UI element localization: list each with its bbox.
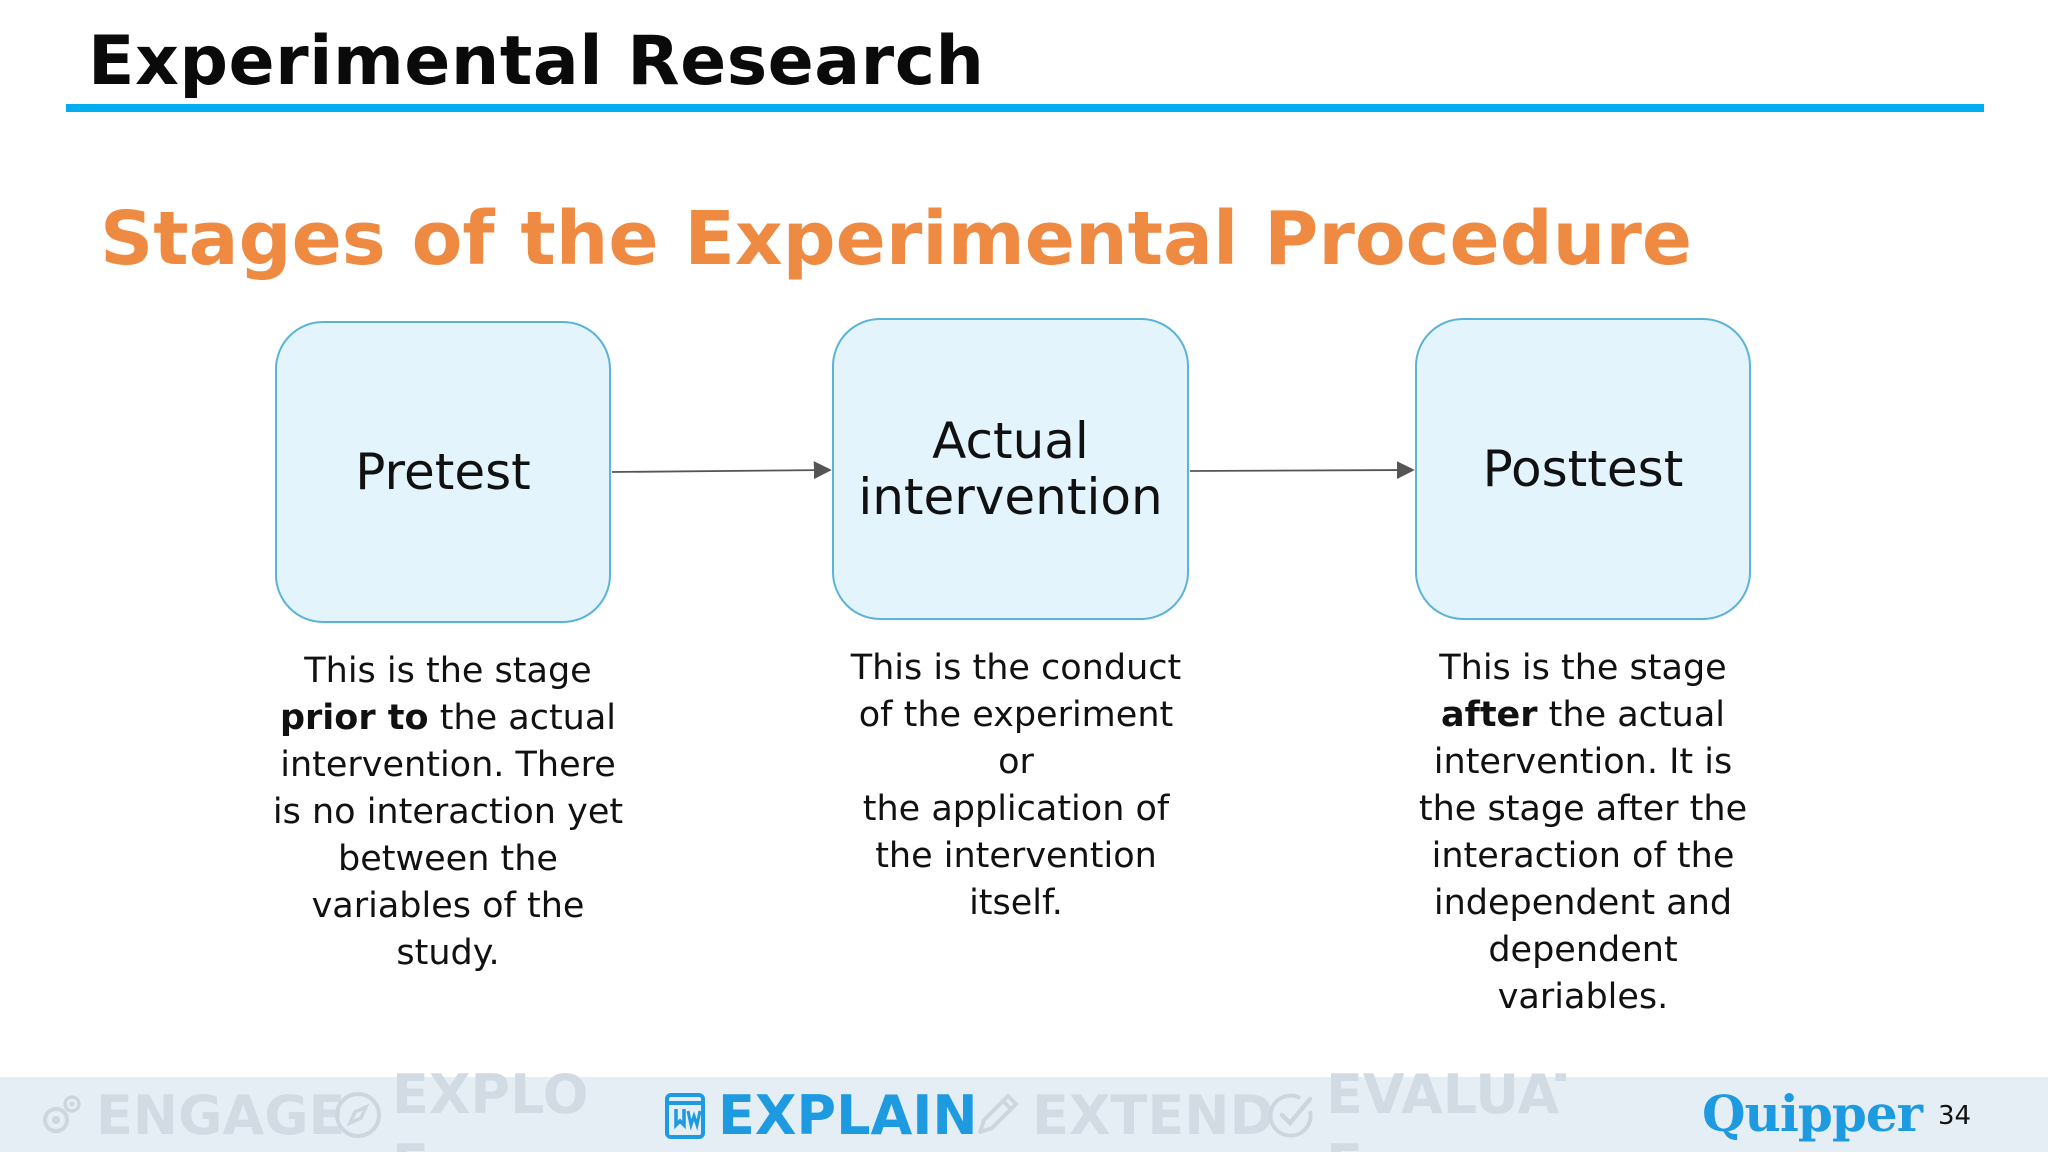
- stage-label-line: Pretest: [355, 443, 531, 501]
- nav-evaluate[interactable]: EVALUAT E: [1326, 1060, 1566, 1152]
- description-line: study.: [396, 933, 500, 973]
- slide-title: Experimental Research: [88, 22, 985, 101]
- stage-description-posttest: This is the stage after the actual inter…: [1403, 645, 1763, 1021]
- description-line: intervention. There: [280, 745, 616, 785]
- nav-extend-label: EXTEND: [1032, 1083, 1275, 1147]
- nav-explain[interactable]: EXPLAIN: [662, 1078, 978, 1152]
- stage-label-line: Actual: [932, 412, 1089, 470]
- nav-engage[interactable]: ENGAGE: [36, 1078, 345, 1152]
- stage-label: Pretest: [355, 444, 531, 500]
- description-line: between the: [338, 839, 558, 879]
- nav-evaluate-line: EVALUAT: [1326, 1063, 1566, 1126]
- stage-box-actual-intervention: Actual intervention: [832, 318, 1189, 620]
- nav-evaluate-line: E: [1326, 1130, 1566, 1152]
- description-line: of the experiment or: [858, 695, 1174, 782]
- description-line: This is the stage: [304, 651, 592, 691]
- stage-description-actual-intervention: This is the conduct of the experiment or…: [836, 645, 1196, 927]
- nav-explore-line: E: [392, 1130, 592, 1152]
- nav-explore-icon-wrap[interactable]: [332, 1078, 394, 1152]
- check-circle-icon: [1266, 1089, 1318, 1141]
- arrow-pretest-to-intervention: [611, 461, 832, 480]
- description-line: interaction of the: [1431, 836, 1735, 876]
- description-line: after the actual: [1440, 695, 1726, 735]
- compass-icon: [332, 1089, 384, 1141]
- stage-box-pretest: Pretest: [275, 321, 611, 623]
- stage-description-pretest: This is the stage prior to the actual in…: [268, 648, 628, 977]
- description-line: dependent: [1488, 930, 1678, 970]
- footer-bar: [0, 1077, 2048, 1152]
- quipper-logo: Quipper: [1702, 1084, 1923, 1143]
- stage-label: Actual intervention: [858, 413, 1162, 525]
- page-number: 34: [1938, 1101, 1972, 1131]
- stage-label: Posttest: [1483, 441, 1684, 497]
- nav-engage-label: ENGAGE: [96, 1083, 346, 1147]
- nav-explain-label: EXPLAIN: [718, 1083, 978, 1147]
- nav-evaluate-icon-wrap[interactable]: [1266, 1078, 1328, 1152]
- gears-icon: [36, 1090, 86, 1140]
- description-line: independent and: [1433, 883, 1733, 923]
- description-line: variables.: [1497, 977, 1669, 1017]
- description-line: This is the stage: [1439, 648, 1727, 688]
- description-line: variables of the: [311, 886, 585, 926]
- nav-extend[interactable]: EXTEND: [972, 1078, 1274, 1152]
- stage-box-posttest: Posttest: [1415, 318, 1751, 620]
- nav-explore[interactable]: EXPLOR E: [392, 1060, 592, 1152]
- pencil-icon: [972, 1090, 1022, 1140]
- book-icon: [662, 1089, 708, 1141]
- title-underline: [66, 104, 1984, 112]
- section-heading: Stages of the Experimental Procedure: [100, 196, 1693, 282]
- nav-explore-line: EXPLOR: [392, 1063, 592, 1126]
- arrow-intervention-to-posttest: [1189, 461, 1415, 480]
- description-line: is no interaction yet: [272, 792, 624, 832]
- description-line: prior to the actual: [279, 698, 617, 738]
- stage-label-line: intervention: [858, 468, 1163, 526]
- description-line: the stage after the: [1418, 789, 1748, 829]
- stage-label-line: Posttest: [1482, 440, 1684, 498]
- description-line: intervention. It is: [1433, 742, 1733, 782]
- description-line: the application of: [862, 789, 1170, 829]
- description-line: This is the conduct: [850, 648, 1182, 688]
- description-line: itself.: [969, 883, 1063, 923]
- description-line: the intervention: [875, 836, 1157, 876]
